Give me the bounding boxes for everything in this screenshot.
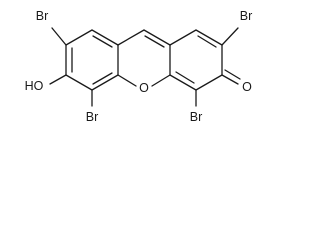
left-ring <box>65 29 119 91</box>
bond <box>117 74 137 87</box>
double-bond-inner <box>144 35 165 48</box>
hydroxyl-label: HO <box>25 79 44 93</box>
atom-labels: Br Br HO O O Br Br <box>25 9 253 124</box>
central-ring <box>117 29 171 87</box>
chemical-structure: Br Br HO O O Br Br <box>25 9 253 124</box>
br-top-right-label: Br <box>240 9 253 23</box>
bond <box>169 74 197 91</box>
bond <box>151 74 171 87</box>
bond <box>65 74 93 91</box>
bond-to-carbonyl <box>221 74 239 85</box>
double-bond-inner <box>175 71 195 84</box>
bond-to-br-top-right <box>221 27 239 46</box>
bond-to-carbonyl-double <box>224 69 241 80</box>
bond <box>143 29 171 46</box>
bond <box>117 29 145 46</box>
double-bond-inner <box>197 35 217 48</box>
right-ring <box>169 29 223 91</box>
ring-oxygen-label: O <box>139 81 149 95</box>
double-bond-inner <box>92 35 113 48</box>
bond <box>65 29 93 46</box>
double-bond-inner <box>92 72 113 85</box>
bond <box>91 29 119 46</box>
substituent-bonds <box>49 27 241 107</box>
br-bottom-left-label: Br <box>86 110 99 124</box>
carbonyl-oxygen-label: O <box>242 80 252 94</box>
bond <box>195 29 223 46</box>
bond-to-hydroxyl <box>49 74 67 85</box>
br-top-left-label: Br <box>36 9 49 23</box>
bond <box>169 29 197 46</box>
bond <box>91 74 119 91</box>
bond <box>195 74 223 91</box>
bond-to-br-top-left <box>51 27 67 46</box>
br-bottom-right-label: Br <box>190 110 203 124</box>
